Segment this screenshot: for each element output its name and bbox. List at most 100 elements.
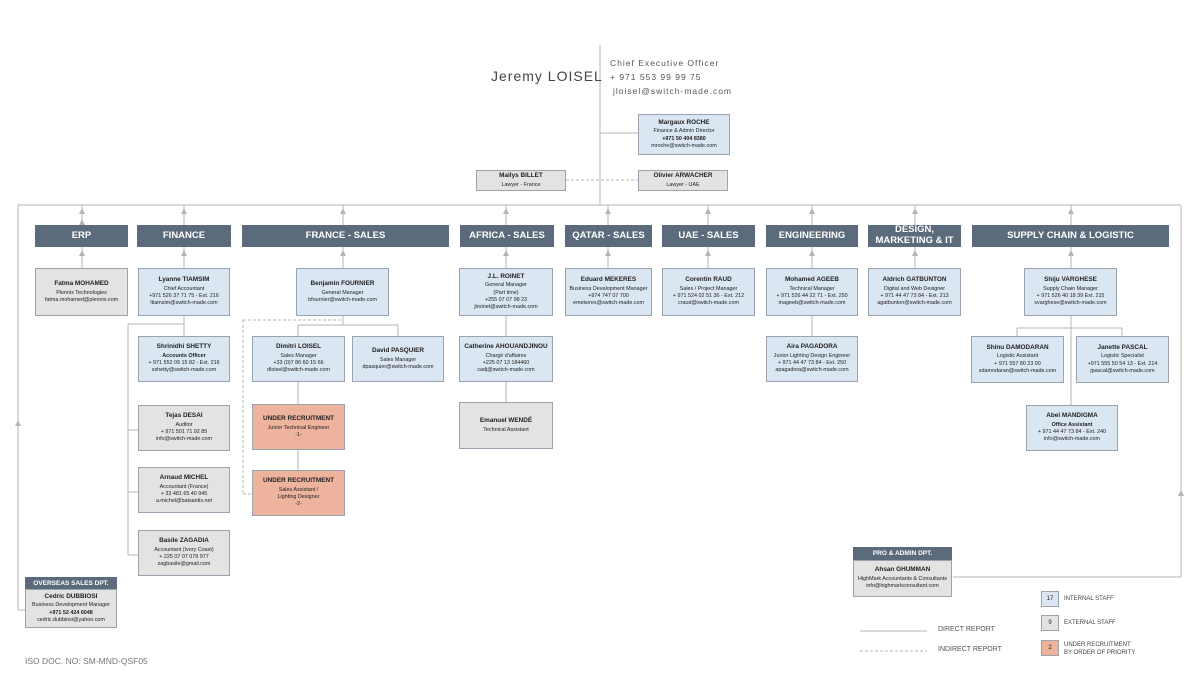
- person-name: Lyanne TIAMSIM: [158, 276, 210, 284]
- person-card-fatma[interactable]: Fatma MOHAMED Plennix Technologies fatma…: [35, 268, 128, 316]
- dept-africa-sales: AFRICA - SALES: [460, 225, 554, 247]
- person-line: Chief Accountant: [163, 285, 205, 292]
- person-card-janette[interactable]: Janette PASCAL Logistic Specialist +971 …: [1076, 336, 1169, 383]
- person-name: UNDER RECRUITMENT: [262, 477, 334, 485]
- dept-engineering: ENGINEERING: [766, 225, 858, 247]
- person-line: +255 07 07 98 23: [484, 296, 528, 303]
- person-line: Sales Manager: [379, 356, 417, 363]
- person-line: Junior Lighting Design Engineer: [773, 352, 851, 359]
- person-card-ahsan[interactable]: Ahsan GHUMMAN HighMark Accountants & Con…: [853, 560, 952, 597]
- person-line: +971 526 37 71 75 - Ext. 216: [149, 293, 219, 300]
- finance-director-card[interactable]: Margaux ROCHE Finance & Admin Director +…: [638, 114, 730, 155]
- legend-recruit-line-1: UNDER RECRUITMENT: [1064, 642, 1131, 648]
- person-line: info@switch-made.com: [155, 436, 213, 443]
- person-line: Sales Assistant /: [278, 486, 319, 493]
- person-name: Fatma MOHAMED: [54, 279, 109, 287]
- ceo-email: jloisel@switch-made.com: [613, 86, 733, 97]
- dept-design-marketing-it: DESIGN, MARKETING & IT: [868, 224, 961, 247]
- person-card-david[interactable]: David PASQUIER Sales Manager dpasquier@s…: [352, 336, 444, 382]
- person-line: -1-: [295, 431, 302, 438]
- person-line: Office Assistant: [1051, 421, 1093, 428]
- person-card-lyanne[interactable]: Lyanne TIAMSIM Chief Accountant +971 526…: [138, 268, 230, 316]
- person-phone: +971 50 404 8380: [662, 135, 706, 142]
- person-line: Accounts Officer: [162, 352, 206, 359]
- dept-qatar-sales: QATAR - SALES: [565, 225, 652, 247]
- person-line: Logistic Specialist: [1101, 353, 1144, 360]
- person-line: + 971 501 71 92 85: [160, 429, 208, 436]
- person-name: Corentin RAUD: [685, 276, 732, 284]
- dept-finance: FINANCE: [137, 225, 231, 247]
- person-name: Mailys BILLET: [499, 172, 543, 180]
- person-name: Margaux ROCHE: [658, 118, 710, 126]
- person-line: agatbunton@switch-made.com: [877, 300, 952, 307]
- person-card-abel[interactable]: Abel MANDIGMA Office Assistant + 971 44 …: [1026, 405, 1118, 451]
- person-name: Aira PAGADORA: [786, 343, 838, 351]
- lawyer-card-france[interactable]: Mailys BILLET Lawyer - France: [476, 170, 566, 191]
- person-line: + 971 526 44 22 71 - Ext. 250: [776, 293, 848, 300]
- person-card-tejas[interactable]: Tejas DESAI Auditor + 971 501 71 92 85 i…: [138, 405, 230, 451]
- person-card-arnaud[interactable]: Arnaud MICHEL Accountant (France) + 33 4…: [138, 467, 230, 513]
- person-line: mageeb@switch-made.com: [778, 300, 846, 307]
- person-card-corentin[interactable]: Corentin RAUD Sales / Project Manager + …: [662, 268, 755, 316]
- person-line: dloisel@switch-made.com: [267, 367, 330, 374]
- person-line: HighMark Accountants & Consultants: [858, 576, 947, 583]
- person-line: sshetty@switch-made.com: [151, 367, 217, 374]
- recruitment-card-2[interactable]: UNDER RECRUITMENT Sales Assistant / Ligh…: [252, 470, 345, 516]
- person-line: (Part time): [493, 289, 519, 296]
- person-card-shrinidhi[interactable]: Shrinidhi SHETTY Accounts Officer + 971 …: [138, 336, 230, 382]
- person-card-dimitri[interactable]: Dimitri LOISEL Sales Manager +33 (0)7 86…: [252, 336, 345, 382]
- person-card-roinet[interactable]: J.L. ROINET General Manager (Part time) …: [459, 268, 553, 316]
- person-line: + 971 557 80 23 00: [994, 360, 1041, 367]
- person-name: UNDER RECRUITMENT: [262, 414, 334, 422]
- person-email: mroche@switch-made.com: [651, 142, 717, 149]
- person-line: Business Development Manager: [32, 602, 110, 609]
- person-line: + 971 44 47 73 84 - Ext. 213: [880, 293, 949, 300]
- person-line: Business Development Manager: [569, 285, 648, 292]
- person-name: J.L. ROINET: [487, 272, 525, 280]
- person-card-eduard[interactable]: Eduard MEKERES Business Development Mana…: [565, 268, 652, 316]
- person-card-basile[interactable]: Basile ZAGADIA Accountant (Ivory Coast) …: [138, 530, 230, 576]
- person-line: Auditor: [175, 421, 193, 428]
- dept-erp: ERP: [35, 225, 128, 247]
- person-line: info@highmarkconsultant.com: [866, 583, 939, 590]
- legend-recruit-line-2: BY ORDER OF PRIORITY: [1064, 650, 1136, 657]
- person-role: Finance & Admin Director: [653, 128, 715, 135]
- person-line: + 971 526 40 18 39 Ext. 215: [1036, 293, 1105, 300]
- person-line: General Manager: [485, 282, 527, 289]
- person-line: Supply Chain Manager: [1043, 285, 1098, 292]
- person-line: General Manager: [321, 289, 364, 296]
- person-name: Benjamin FOURNIER: [310, 279, 375, 287]
- person-name: Olivier ARWACHER: [653, 172, 713, 180]
- person-line: Logistic Assistant: [996, 353, 1039, 360]
- person-line: Sales / Project Manager: [679, 285, 738, 292]
- legend-external-label: EXTERNAL STAFF: [1064, 620, 1116, 626]
- recruitment-card-1[interactable]: UNDER RECRUITMENT Junior Technical Engin…: [252, 404, 345, 450]
- person-line: + 971 44 47 73 84 - Ext. 240: [1037, 429, 1107, 436]
- person-name: Mohamed AGEEB: [784, 276, 840, 284]
- ceo-name: Jeremy LOISEL: [491, 68, 603, 84]
- person-name: Shrinidhi SHETTY: [156, 343, 212, 351]
- person-card-aldrich[interactable]: Aldrich GATBUNTON Digital and Web Design…: [868, 268, 961, 316]
- person-line: bfournier@switch-made.com: [308, 296, 377, 303]
- person-line: + 971 552 09 15 82 - Ext. 216: [148, 360, 220, 367]
- dept-supply-chain: SUPPLY CHAIN & LOGISTIC: [972, 225, 1169, 247]
- legend-direct-report: DIRECT REPORT: [938, 626, 995, 633]
- person-card-cedric[interactable]: Cedric DUBBIOSI Business Development Man…: [25, 589, 117, 628]
- person-line: svarghese@switch-made.com: [1034, 300, 1107, 307]
- person-name: Shinu DAMODARAN: [986, 343, 1049, 351]
- person-name: Emanuel WENDÉ: [479, 417, 533, 425]
- person-card-catherine[interactable]: Catherine AHOUANDJINOU Chargé d'affaires…: [459, 336, 553, 382]
- lawyer-card-uae[interactable]: Olivier ARWACHER Lawyer - UAE: [638, 170, 728, 191]
- person-card-mohamed[interactable]: Mohamed AGEEB Technical Manager + 971 52…: [766, 268, 858, 316]
- person-line: Junior Technical Engineer: [267, 424, 330, 431]
- person-line: apagadora@switch-made.com: [775, 367, 849, 374]
- person-card-shiju[interactable]: Shiju VARGHESE Supply Chain Manager + 97…: [1024, 268, 1117, 316]
- person-line: +225 07 13 184460: [482, 360, 530, 367]
- legend-recruit-count: 2: [1041, 640, 1059, 656]
- person-card-shinu[interactable]: Shinu DAMODARAN Logistic Assistant + 971…: [971, 336, 1064, 383]
- person-card-aira[interactable]: Aira PAGADORA Junior Lighting Design Eng…: [766, 336, 858, 382]
- person-card-emanuel[interactable]: Emanuel WENDÉ Technical Assistant: [459, 402, 553, 449]
- person-name: Janette PASCAL: [1097, 343, 1148, 351]
- person-card-benjamin[interactable]: Benjamin FOURNIER General Manager bfourn…: [296, 268, 389, 316]
